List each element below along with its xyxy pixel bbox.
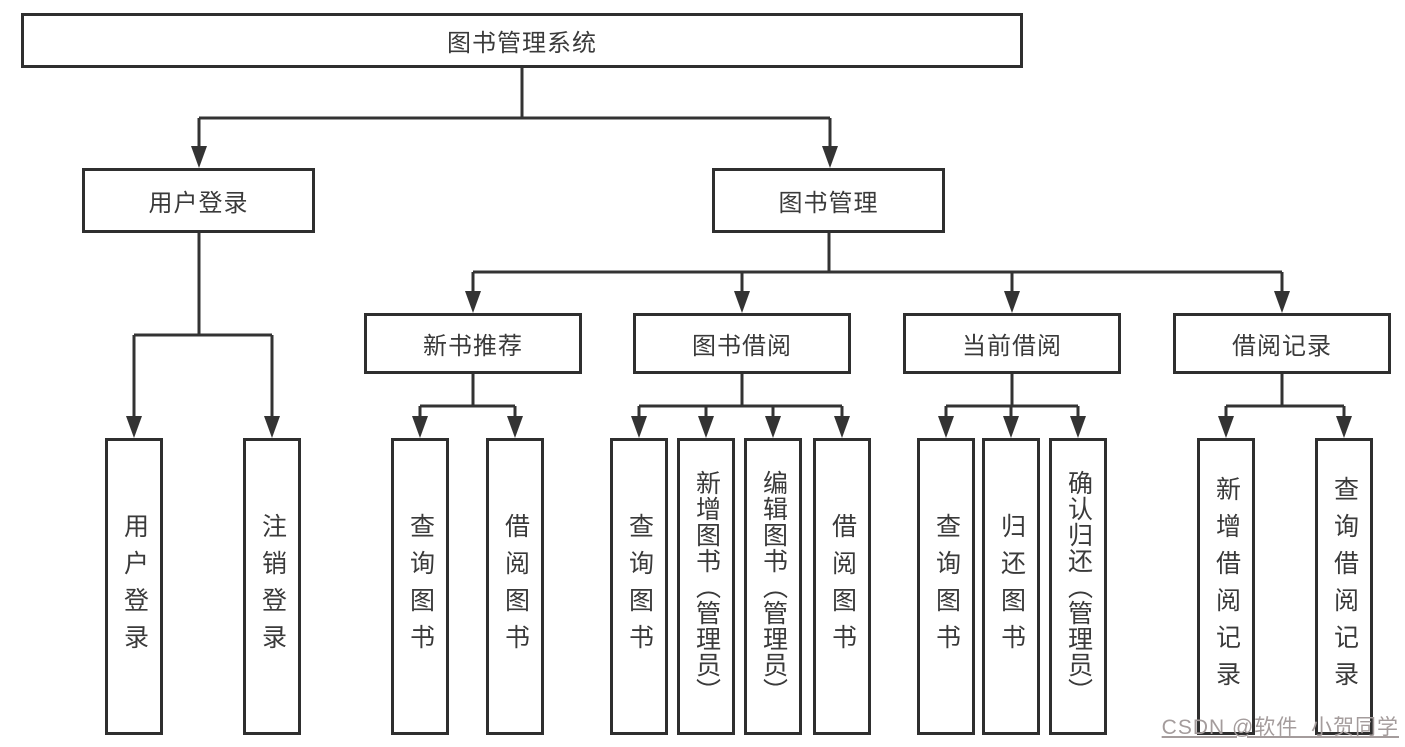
leaf-edit-books-admin: 编辑图书（管理员）	[744, 438, 802, 735]
leaf-query-borrow-record: 查询借阅记录	[1315, 438, 1373, 735]
leaf-borrow-books-recommend: 借阅图书	[486, 438, 544, 735]
csdn-watermark: CSDN @软件_小贺同学	[1161, 716, 1399, 739]
leaf-add-borrow-record: 新增借阅记录	[1197, 438, 1255, 735]
leaf-query-books-recommend: 查询图书	[391, 438, 449, 735]
node-book-management-branch: 图书管理	[712, 168, 945, 233]
node-current-borrow: 当前借阅	[903, 313, 1121, 374]
node-borrow-records: 借阅记录	[1173, 313, 1391, 374]
leaf-query-books-current: 查询图书	[917, 438, 975, 735]
leaf-return-books: 归还图书	[982, 438, 1040, 735]
node-library-management-system: 图书管理系统	[21, 13, 1023, 68]
node-user-login-branch: 用户登录	[82, 168, 315, 233]
node-book-borrow: 图书借阅	[633, 313, 851, 374]
leaf-query-books-borrow: 查询图书	[610, 438, 668, 735]
leaf-logout: 注销登录	[243, 438, 301, 735]
leaf-user-login: 用户登录	[105, 438, 163, 735]
leaf-add-books-admin: 新增图书（管理员）	[677, 438, 735, 735]
leaf-confirm-return-admin: 确认归还（管理员）	[1049, 438, 1107, 735]
node-new-book-recommend: 新书推荐	[364, 313, 582, 374]
leaf-borrow-books: 借阅图书	[813, 438, 871, 735]
